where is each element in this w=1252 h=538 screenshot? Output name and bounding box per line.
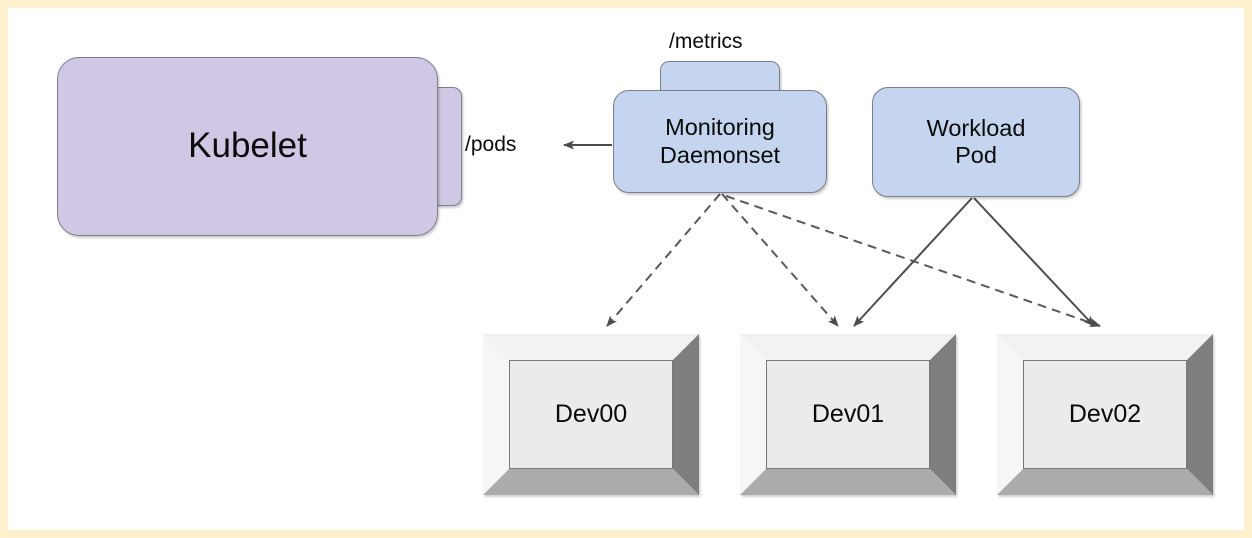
dev01-bevel-left bbox=[740, 334, 766, 495]
dev01-face: Dev01 bbox=[766, 360, 930, 469]
monitoring-metrics-endpoint-tab[interactable] bbox=[660, 61, 780, 95]
device-node-dev01[interactable]: Dev01 bbox=[740, 334, 956, 495]
dev00-bevel-bottom bbox=[483, 469, 699, 495]
dev00-bevel-right bbox=[673, 334, 699, 495]
edge-workload-to-dev01 bbox=[853, 197, 973, 327]
monitoring-daemonset-node[interactable]: Monitoring Daemonset bbox=[613, 90, 827, 193]
workload-pod-node[interactable]: Workload Pod bbox=[872, 87, 1080, 197]
dev00-bevel-left bbox=[483, 334, 509, 495]
dev01-label: Dev01 bbox=[811, 400, 885, 428]
workload-pod-label-line2: Pod bbox=[955, 142, 997, 168]
dev02-bevel-top bbox=[997, 334, 1213, 360]
monitoring-daemonset-label-line1: Monitoring bbox=[665, 114, 775, 141]
dev01-bevel-bottom bbox=[740, 469, 956, 495]
dev00-face: Dev00 bbox=[509, 360, 673, 469]
edge-monitoring-to-dev01 bbox=[721, 193, 839, 327]
device-node-dev00[interactable]: Dev00 bbox=[483, 334, 699, 495]
edge-monitoring-to-dev00 bbox=[606, 193, 721, 327]
dev02-bevel-right bbox=[1187, 334, 1213, 495]
kubelet-node[interactable]: Kubelet bbox=[57, 57, 438, 236]
dev02-label: Dev02 bbox=[1068, 400, 1142, 428]
device-node-dev02[interactable]: Dev02 bbox=[997, 334, 1213, 495]
metrics-endpoint-label: /metrics bbox=[669, 30, 743, 53]
kubelet-label: Kubelet bbox=[188, 126, 307, 166]
dev00-bevel-top bbox=[483, 334, 699, 360]
dev02-bevel-left bbox=[997, 334, 1023, 495]
edge-workload-to-dev02 bbox=[973, 197, 1095, 327]
dev02-face: Dev02 bbox=[1023, 360, 1187, 469]
dev01-bevel-right bbox=[930, 334, 956, 495]
monitoring-daemonset-label-line2: Daemonset bbox=[659, 141, 781, 168]
dev02-bevel-bottom bbox=[997, 469, 1213, 495]
dev00-label: Dev00 bbox=[554, 400, 628, 428]
pods-endpoint-label: /pods bbox=[465, 133, 517, 156]
workload-pod-label-line1: Workload bbox=[926, 114, 1026, 141]
dev01-bevel-top bbox=[740, 334, 956, 360]
